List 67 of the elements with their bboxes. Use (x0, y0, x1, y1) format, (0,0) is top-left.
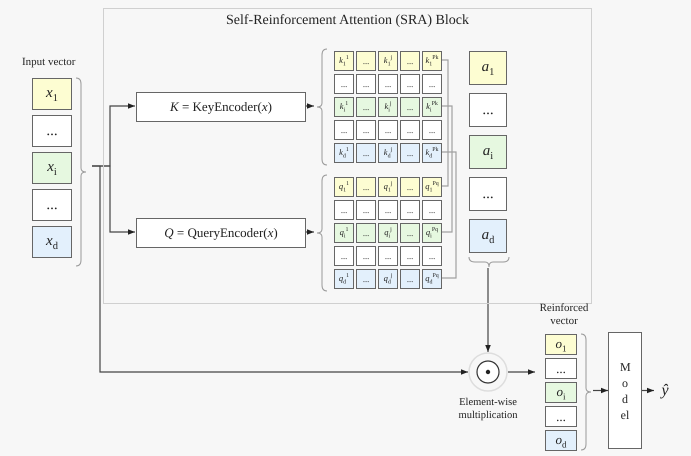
vector-cell: ... (469, 177, 507, 211)
vector-cell: ... (400, 51, 420, 71)
vector-cell: ... (32, 115, 72, 147)
arrow (485, 268, 491, 352)
connector-line (441, 151, 457, 279)
vector-cell: x$_{d}$ (32, 226, 72, 258)
vector-cell: ... (378, 200, 398, 220)
arrow (305, 103, 314, 109)
vector-cell: o$_{1}$ (545, 334, 577, 355)
vector-cell: ... (422, 200, 442, 220)
vector-cell: ... (356, 120, 376, 140)
vector-cell: a$_{d}$ (469, 219, 507, 253)
model-box: Model (608, 332, 642, 449)
vector-cell: ... (545, 358, 577, 379)
vector-cell: ... (545, 406, 577, 427)
vector-cell: ... (356, 269, 376, 289)
vector-cell: ... (422, 74, 442, 94)
vector-cell: a$_{1}$ (469, 51, 507, 85)
vector-cell: ... (469, 93, 507, 127)
vector-cell: ... (378, 120, 398, 140)
vector-cell: ... (356, 200, 376, 220)
block-title: Self-Reinforcement Attention (SRA) Block (224, 13, 470, 29)
vector-cell: ... (400, 269, 420, 289)
arrow (642, 388, 654, 394)
vector-cell: ... (356, 223, 376, 243)
vector-cell: ... (400, 246, 420, 266)
vector-heading: Reinforced vector (538, 302, 590, 328)
vector-cell: a$_{i}$ (469, 135, 507, 169)
vector-cell: ... (400, 200, 420, 220)
vector-cell: ... (356, 143, 376, 163)
vector-cell: ... (422, 120, 442, 140)
vector-cell: x$_{1}$ (32, 78, 72, 110)
encoder-box: K = KeyEncoder(x) (136, 92, 306, 122)
arrow (593, 388, 608, 394)
arrow (92, 165, 468, 375)
vector-cell: o$_{d}$ (545, 430, 577, 451)
encoder-box: Q = QueryEncoder(x) (136, 218, 306, 248)
vector-cell: ... (356, 177, 376, 197)
vector-cell: ... (400, 143, 420, 163)
vector-heading: Input vector (22, 56, 76, 68)
vector-cell: ... (422, 246, 442, 266)
output-symbol: ŷ (654, 378, 676, 404)
vector-cell: ... (356, 51, 376, 71)
vector-cell: ... (334, 74, 354, 94)
vector-cell: ... (32, 189, 72, 221)
vector-cell: ... (334, 246, 354, 266)
vector-cell: ... (356, 97, 376, 117)
block-panel (103, 8, 592, 304)
vector-cell: o$_{i}$ (545, 382, 577, 403)
vector-cell: ... (400, 223, 420, 243)
vector-cell: ... (378, 246, 398, 266)
arrow (305, 229, 314, 235)
node-caption: Element-wise multiplication (458, 396, 518, 422)
vector-cell: ... (400, 177, 420, 197)
vector-cell: x$_{i}$ (32, 152, 72, 184)
multiplication-symbol (468, 352, 508, 392)
vector-cell: ... (400, 97, 420, 117)
vector-cell: ... (334, 120, 354, 140)
connector-line (441, 59, 449, 187)
vector-cell: ... (334, 200, 354, 220)
vector-cell: ... (400, 120, 420, 140)
vector-cell: ... (356, 246, 376, 266)
connector-line (441, 105, 453, 233)
vector-cell: ... (400, 74, 420, 94)
vector-cell: ... (356, 74, 376, 94)
arrow (508, 369, 535, 375)
vector-cell: ... (378, 74, 398, 94)
